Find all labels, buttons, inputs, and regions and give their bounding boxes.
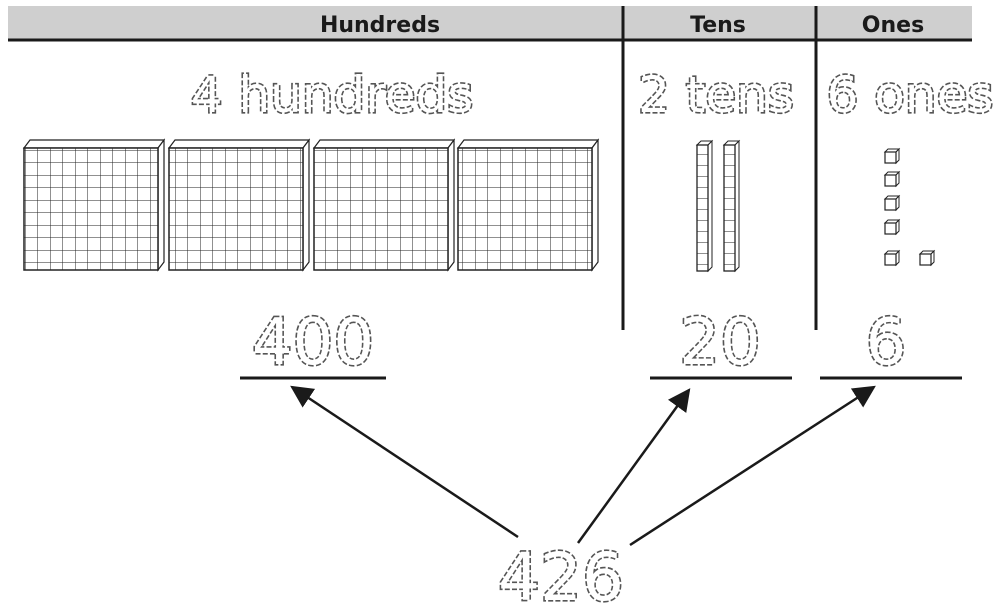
hundred-flat-4 <box>456 138 600 272</box>
header-tens: Tens <box>690 13 746 38</box>
label-4-hundreds: 4 hundreds <box>191 66 474 124</box>
header-bar <box>8 6 972 40</box>
value-400: 400 <box>252 306 374 380</box>
arrow-to-ones <box>629 385 876 547</box>
header-hundreds: Hundreds <box>320 13 440 38</box>
value-6: 6 <box>866 306 907 380</box>
arrow-to-tens <box>576 388 691 544</box>
hundred-flat-2 <box>167 138 311 272</box>
arrow-to-hundreds <box>290 385 519 539</box>
label-6-ones: 6 ones <box>827 66 994 124</box>
one-cube-2 <box>883 170 901 188</box>
hundred-flat-1 <box>22 138 166 272</box>
label-2-tens: 2 tens <box>638 66 794 124</box>
value-20: 20 <box>679 306 760 380</box>
header-ones: Ones <box>862 13 924 38</box>
ten-rod-2 <box>722 139 741 273</box>
one-cube-1 <box>883 147 901 165</box>
one-cube-3 <box>883 194 901 212</box>
one-cube-5 <box>883 249 901 267</box>
ten-rod-1 <box>695 139 714 273</box>
total-number-426: 426 <box>498 539 624 615</box>
one-cube-4 <box>883 218 901 236</box>
one-cube-6 <box>918 249 936 267</box>
hundred-flat-3 <box>312 138 456 272</box>
